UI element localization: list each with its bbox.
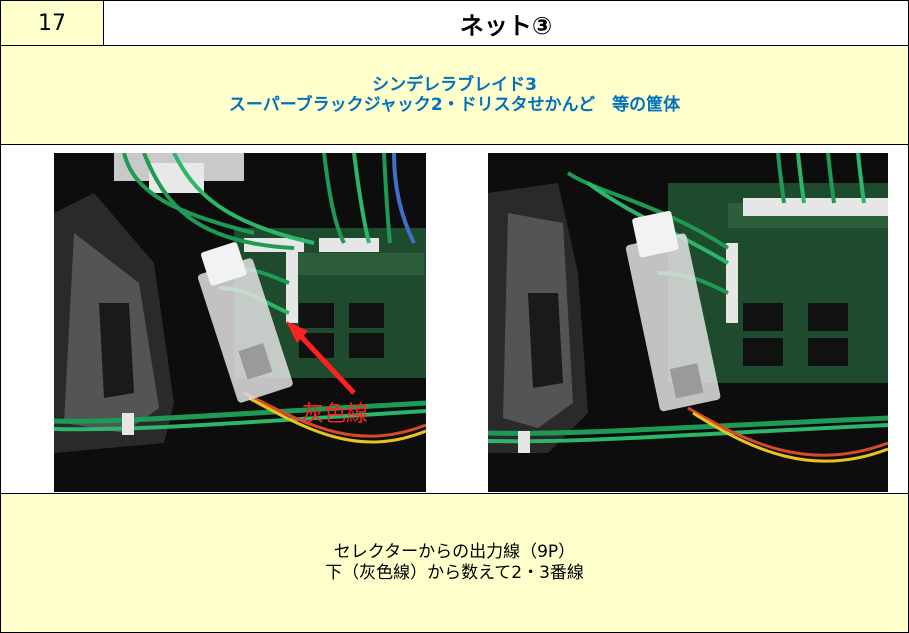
title-cell: ネット③	[103, 0, 909, 46]
description-line-2: 下（灰色線）から数えて2・3番線	[325, 563, 584, 583]
cabinet-wiring-photo-annotated: 灰色線	[54, 153, 426, 492]
subtitle-cell: シンデレラブレイド3 スーパーブラックジャック2・ドリスタせかんど 等の筐体	[0, 45, 909, 145]
subtitle-line-2: スーパーブラックジャック2・ドリスタせかんど 等の筐体	[228, 95, 681, 115]
description-line-1: セレクターからの出力線（9P）	[333, 542, 576, 562]
item-number-cell: 17	[0, 0, 104, 46]
subtitle-line-1: シンデレラブレイド3	[372, 75, 537, 95]
page-title: ネット③	[459, 11, 553, 40]
description-cell: セレクターからの出力線（9P） 下（灰色線）から数えて2・3番線	[0, 493, 909, 633]
gray-wire-annotation: 灰色線	[302, 402, 368, 427]
cabinet-wiring-photo	[488, 153, 888, 492]
photos-cell: 灰色線	[0, 144, 909, 494]
item-number: 17	[38, 10, 66, 36]
